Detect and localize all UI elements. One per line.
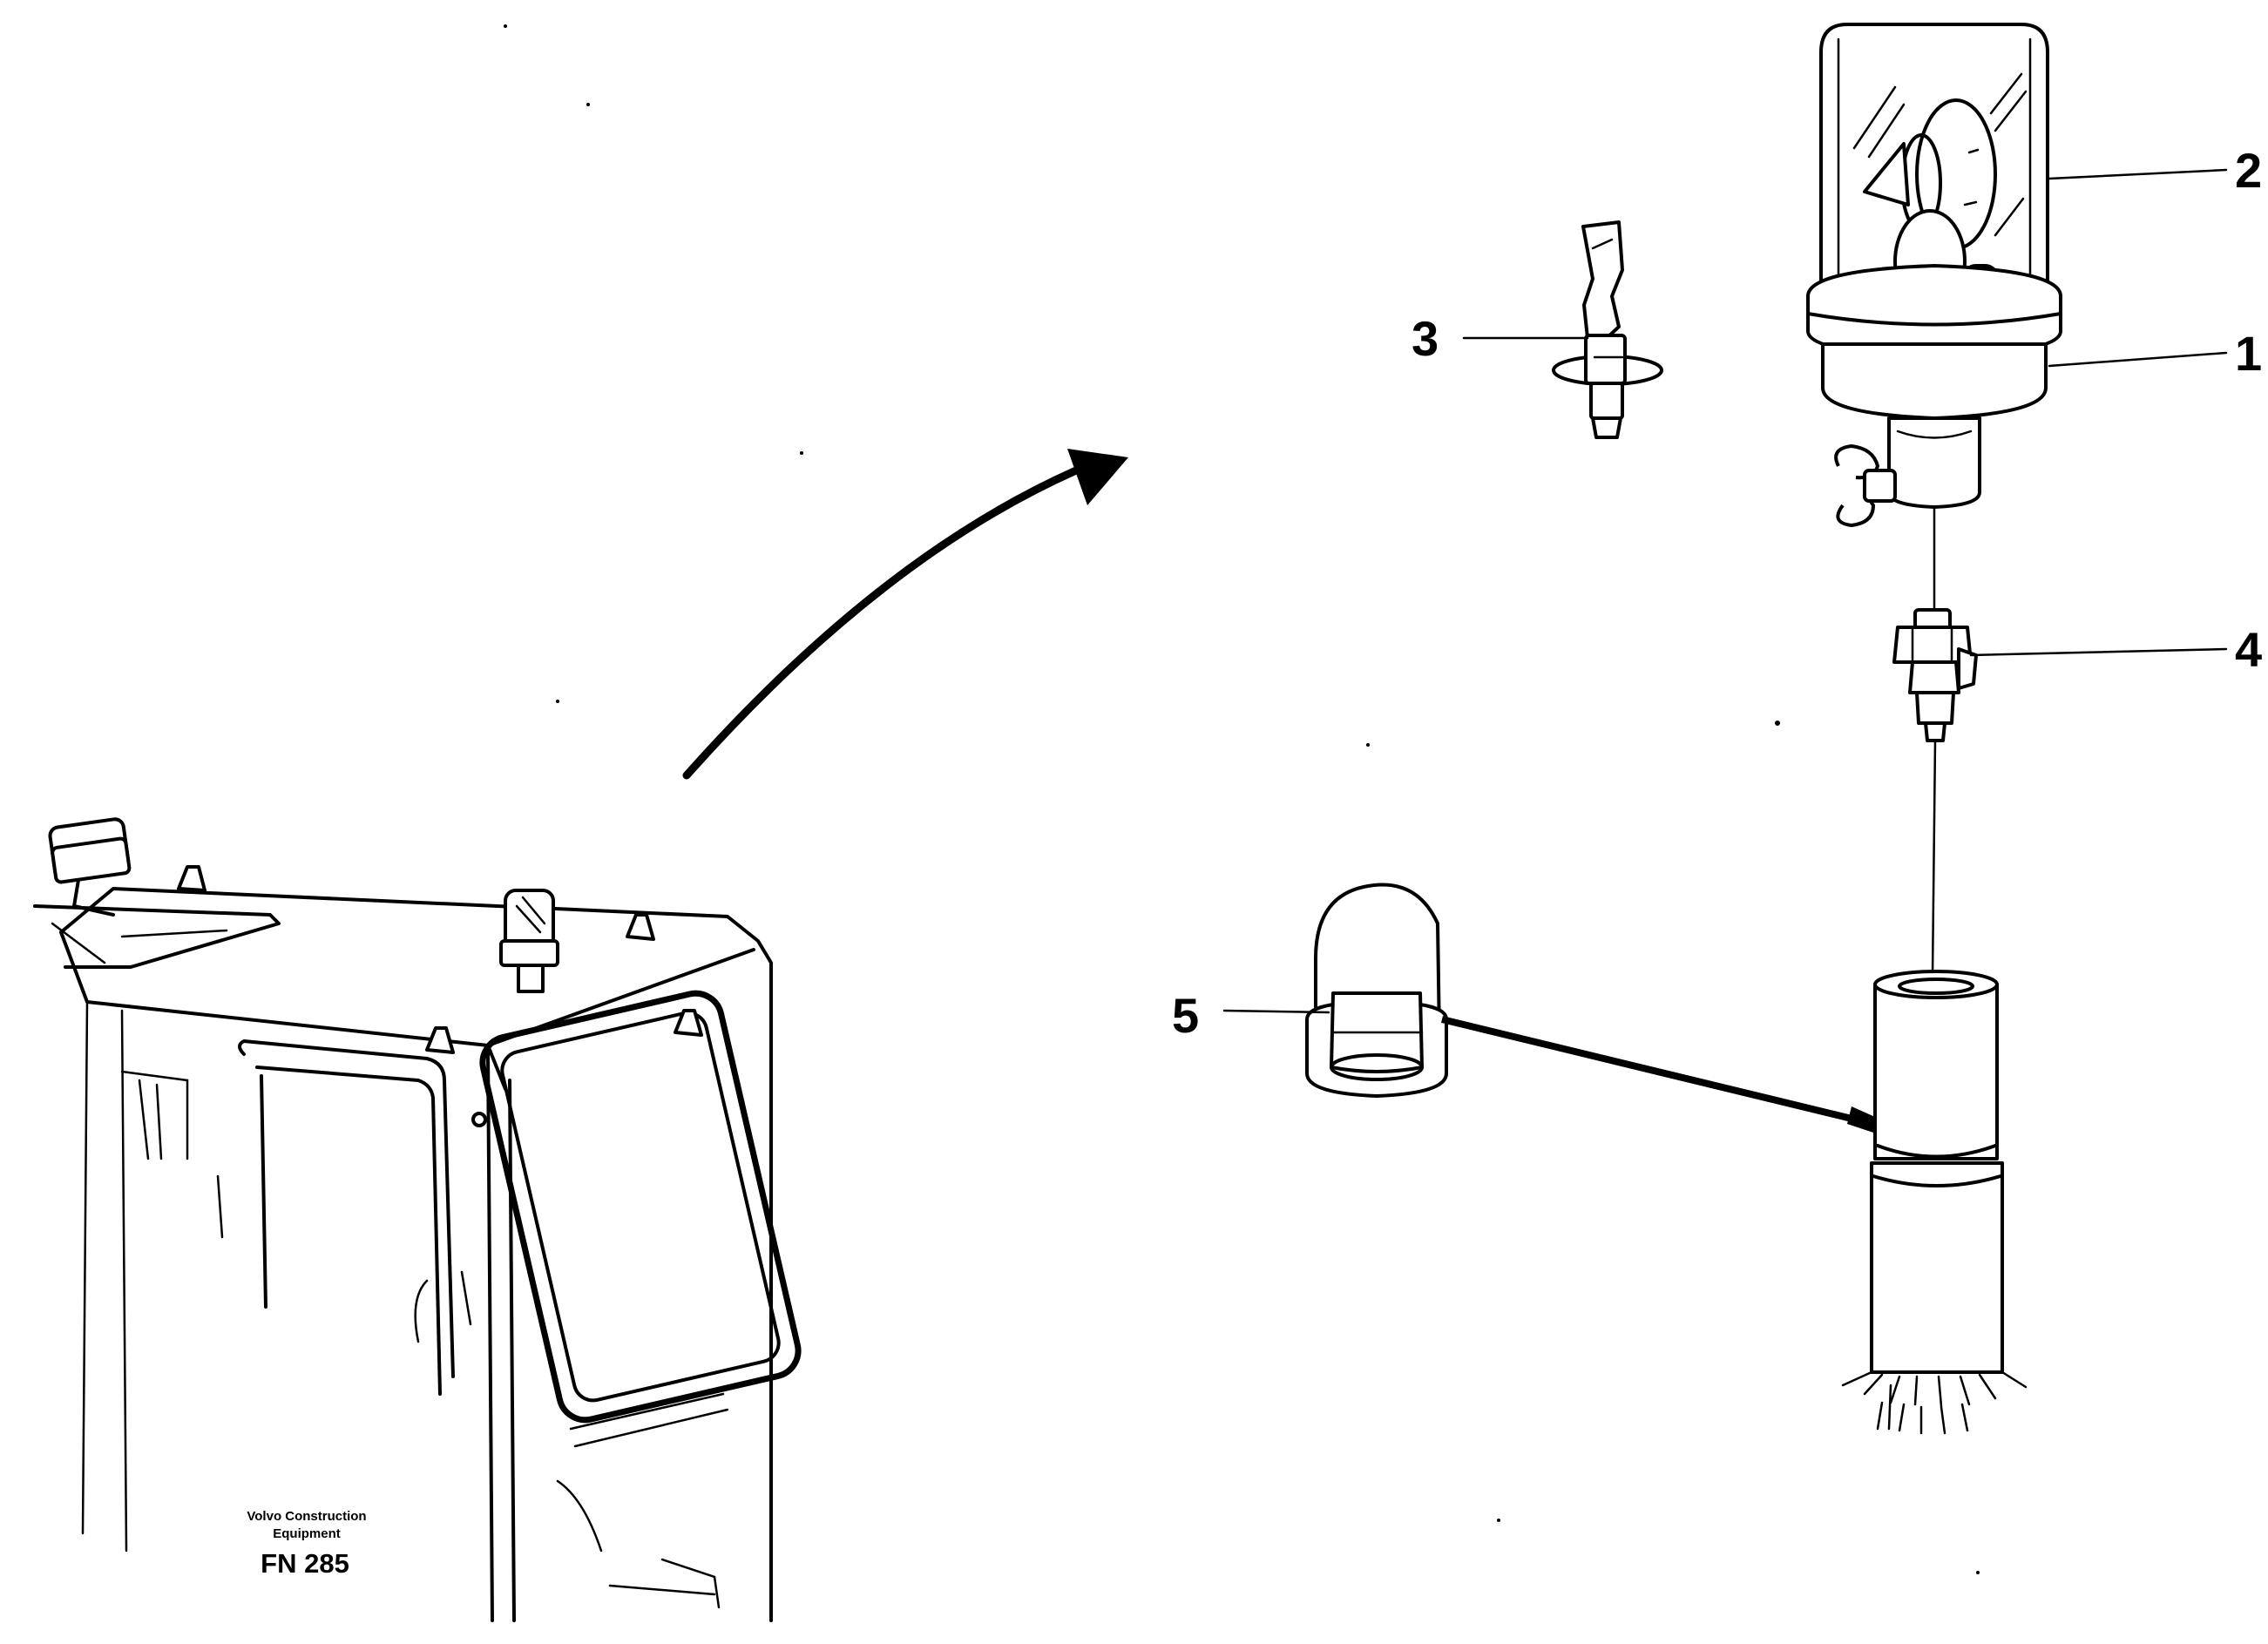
callout-1: 1 [2048,326,2262,381]
callout-2: 2 [2048,143,2262,198]
caption-line-2: Equipment [273,1526,341,1541]
callout-label-5: 5 [1172,988,1199,1043]
caption-line-1: Volvo Construction [247,1509,366,1524]
mounting-tube [1841,970,2028,1435]
callout-4: 4 [1969,622,2262,677]
scan-speckles [504,24,1980,1574]
callout-5: 5 [1172,988,1330,1043]
callout-label-1: 1 [2235,326,2262,381]
direction-arrow [682,449,1128,780]
rotating-beacon-item-1-2 [1806,23,2062,612]
figure-caption: Volvo Construction Equipment FN 285 [247,1509,366,1579]
plug-item-4 [1892,608,1978,978]
callout-label-4: 4 [2235,622,2262,677]
cap-leader-line [1441,1016,1874,1127]
machine-cab-illustration [33,817,802,1622]
bulb-item-3 [1552,220,1663,439]
protective-cap-item-5 [1305,883,1448,1098]
cap-leader-end [1847,1106,1875,1133]
caption-code: FN 285 [261,1548,349,1579]
callout-3: 3 [1412,311,1589,366]
callout-label-3: 3 [1412,311,1439,366]
callout-label-2: 2 [2235,143,2262,198]
